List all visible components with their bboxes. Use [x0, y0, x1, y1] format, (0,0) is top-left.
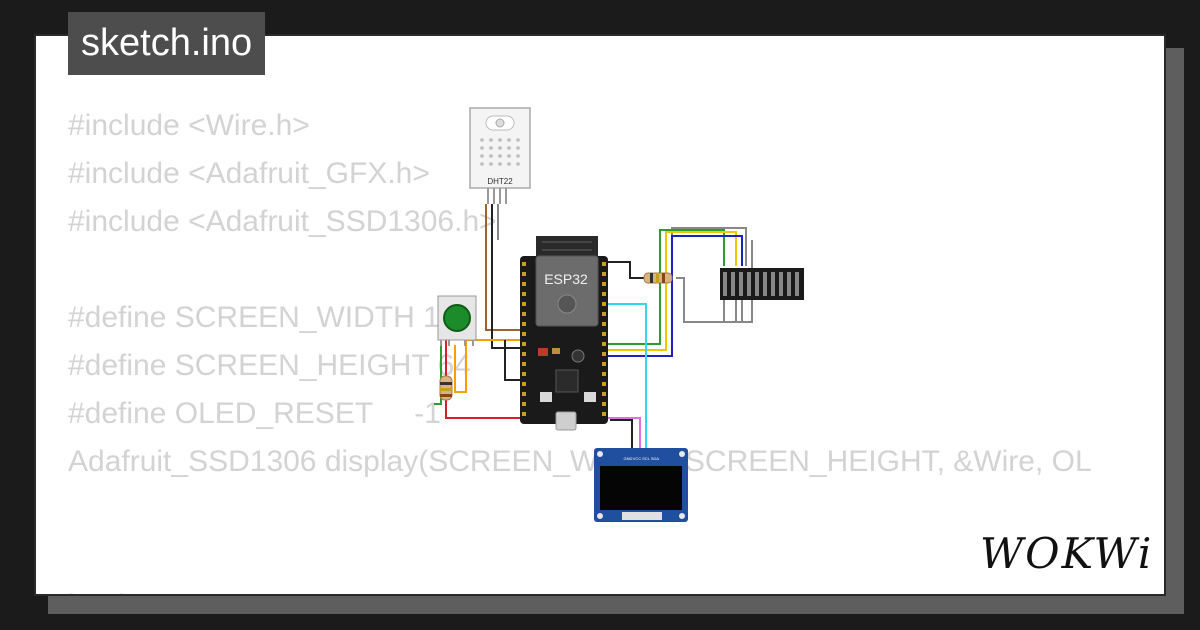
- oled-pin-label: GND: [624, 456, 633, 461]
- code-line: #include <Wire.h>: [68, 109, 310, 142]
- wire-blue: [608, 235, 743, 357]
- wire-pins: [723, 300, 743, 322]
- file-title: sketch.ino: [68, 12, 266, 75]
- wire-green-button: [434, 345, 442, 405]
- dht22-label: DHT22: [487, 177, 513, 186]
- code-background: #include <Wire.h> #include <Adafruit_GFX.…: [68, 102, 1092, 594]
- code-line: boolean = 0: [68, 582, 1092, 594]
- code-line: #define OLED_RESET -1: [68, 397, 441, 430]
- esp32-pins: [522, 262, 606, 416]
- wokwi-wordmark: WOKWi: [980, 529, 1152, 578]
- esp32-board[interactable]: ESP32: [520, 236, 608, 431]
- wire-red: [445, 340, 520, 419]
- wire-cyan: [608, 303, 647, 448]
- wire-orange: [454, 339, 520, 393]
- pin-header: [720, 268, 804, 300]
- wire-black-button: [504, 340, 520, 381]
- code-line: #define SCREEN_HEIGHT 64: [68, 349, 471, 382]
- wire-green: [608, 229, 725, 345]
- dht22-sensor[interactable]: DHT22: [469, 107, 531, 204]
- wire-black-oled: [610, 419, 633, 448]
- wire-brown: [485, 204, 520, 331]
- oled-display[interactable]: GND VCC SCL SDA: [594, 448, 688, 522]
- wokwi-logo-icon: WOKWi: [980, 529, 1152, 578]
- resistor-board: [643, 272, 673, 284]
- resistor-button: [439, 375, 453, 401]
- wokwi-logo: WOKWi: [976, 526, 1152, 578]
- pushbutton[interactable]: [437, 295, 477, 346]
- oled-pin-label: SCL: [642, 456, 651, 461]
- esp32-label: ESP32: [544, 271, 588, 287]
- code-line: #include <Adafruit_SSD1306.h>: [68, 205, 497, 238]
- oled-pin-label: SDA: [651, 456, 660, 461]
- wire-black-resistor: [608, 261, 644, 279]
- wire-black-sensor: [491, 204, 520, 349]
- oled-pin-label: VCC: [633, 456, 642, 461]
- code-line: #include <Adafruit_GFX.h>: [68, 157, 430, 190]
